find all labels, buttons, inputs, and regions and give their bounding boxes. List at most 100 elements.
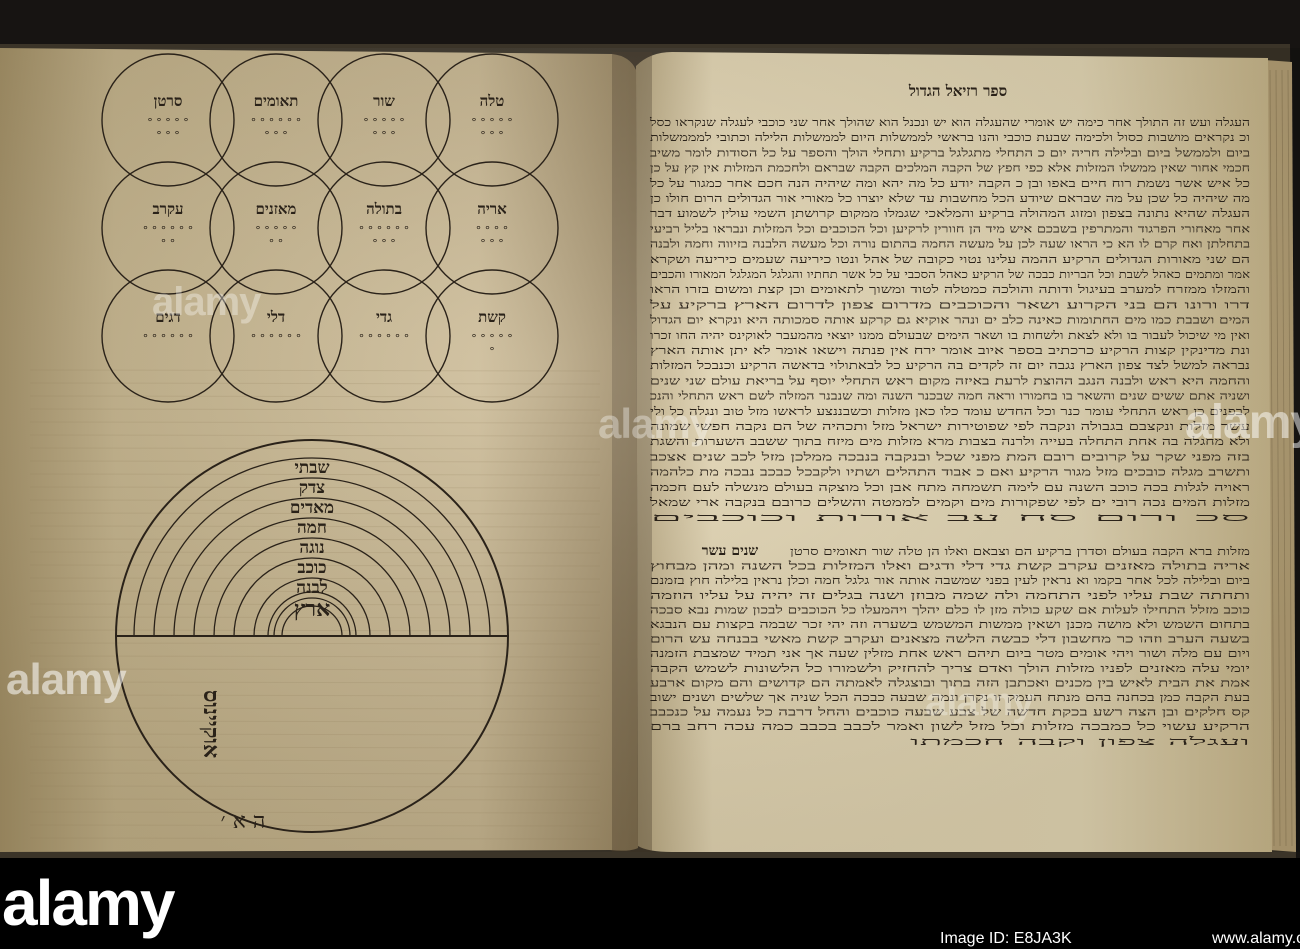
- bleed-through-text: [29, 369, 601, 840]
- body-text-line: בעת הקבה כמן בכחנה בהם מנתח העמק זו נקרן…: [650, 691, 1250, 704]
- body-text-line: אריה בתולה מאזנים עקרב קשת גדי דלי ודגים…: [650, 560, 1251, 573]
- zodiac-circle: [317, 53, 451, 187]
- planet-sphere-label: שבתי: [294, 458, 329, 478]
- right-page-text: ספר רזיאל הגדול העגלה ועש זה התולך אחר כי…: [648, 82, 1251, 748]
- zodiac-circle: [425, 269, 559, 403]
- earth-arc: [267, 591, 357, 637]
- body-text-line: מזלות ברא הקבה בעולם וסדרן ברקיע הם וצבא…: [790, 545, 1250, 558]
- body-text-line: ונת מדינקין קצות הרקיע כרכתיב בספר איוב …: [650, 344, 1250, 357]
- constellation-dots: ° ° °: [480, 237, 504, 250]
- planet-sphere-label: נוגה: [299, 538, 324, 558]
- zodiac-circle: [209, 269, 343, 403]
- constellation-dots: ° ° ° °: [476, 224, 509, 237]
- earth-arc: [281, 605, 343, 637]
- body-text-line: המים ושבבת כמו מים החתומות כאינה כלב ים …: [649, 314, 1250, 327]
- alamy-logo: alamy: [2, 867, 175, 939]
- sphere-arc: [253, 577, 371, 637]
- constellation-dots: ° ° ° ° ° °: [143, 224, 193, 237]
- zodiac-sign-name: מאזנים: [256, 200, 297, 218]
- constellation-dots: ° ° ° ° °: [363, 116, 405, 129]
- body-text-line: וכ נקראים מושבות כסול ולכימה שבעת כוכבי …: [650, 131, 1250, 144]
- section-heading: שנים עשר: [702, 543, 759, 559]
- body-text-line: ולא מחגלה בה אחת התחלה בעייה ולרנה בצבות…: [650, 435, 1250, 448]
- lighting-overlay: [0, 48, 1300, 852]
- body-text-line: ושניה אתם ששים שנים והשאר בו בחמורו וראה…: [650, 390, 1250, 403]
- sphere-arc: [173, 497, 451, 637]
- zodiac-sign-name: טלה: [480, 92, 505, 110]
- body-text-line: ראויה לגלות בכה כוכב השנה עם לימה תשמחה …: [650, 481, 1250, 494]
- constellation-dots: ° ° ° ° ° °: [359, 224, 409, 237]
- constellation-dots: ° ° ° ° ° °: [251, 116, 301, 129]
- watermark-right: alamy: [1185, 396, 1300, 449]
- body-text-line: ביום ולממשל ביום ובלילה חריה יום כ התחלי…: [650, 146, 1250, 159]
- body-text-line: עשר מזלות ונקצבם בגבולה ונקבה לפי שפוטיר…: [650, 420, 1250, 433]
- zodiac-sign-name: קשת: [478, 308, 506, 326]
- zodiac-circle: [101, 269, 235, 403]
- folio-mark: ה א ׳: [221, 809, 266, 834]
- body-text-line: הרקיע עשוי כל כמבכה מזלות וכל מזל לשון ו…: [650, 720, 1250, 733]
- body-text-line: יומי עלה מאזנים לפניו מזלות הולך ואדם צר…: [650, 662, 1250, 675]
- body-text-line: בתחום השמש ולא מושה מכנן ושאין ממשות המש…: [650, 618, 1250, 631]
- planet-sphere-label: צדק: [299, 478, 325, 498]
- body-text-line: ותשרב מגלה כובכים מזל מגור הרקיע ואם כ א…: [650, 466, 1250, 479]
- constellation-dots: ° ° °: [264, 129, 288, 142]
- sphere-arc: [213, 537, 411, 637]
- constellation-dots: ° ° ° ° °: [255, 224, 297, 237]
- constellation-dots: ° ° °: [480, 129, 504, 142]
- zodiac-circle: [317, 269, 451, 403]
- body-text-line: אמר ומתמים כאהל לשבת וכל הבריות כבכה של …: [650, 268, 1250, 281]
- zodiac-grid: טלה° ° ° ° °° ° °שור° ° ° ° °° ° °תאומים…: [101, 53, 559, 403]
- watermark-center: alamy: [598, 400, 713, 447]
- body-text-line: והחמה היא ראש ולבנה הנגב ההוצת לרעת באיז…: [650, 374, 1250, 387]
- body-text-line: סכ ורום סח עב אורות וכוכבים: [650, 511, 1250, 524]
- body-text-line: קס חלקים ובן הצה רשע בכקת חדשה של צבע שב…: [650, 706, 1250, 719]
- body-text-line: חכמי אחור שאין ממשלו המזלות אלא כפי חפץ …: [650, 162, 1250, 175]
- body-text-line: נבראה למשל לצד צפון הארץ נגבה יום זה לקד…: [650, 359, 1250, 372]
- zodiac-circle: [209, 53, 343, 187]
- body-text-line: העגלה ועש זה התולך אחר כימה יש אומרי שהע…: [649, 116, 1250, 129]
- zodiac-circle: [209, 161, 343, 295]
- body-text-line: בשעה הערב וזהו כר מחשבון דלי כבשה הלשה מ…: [650, 633, 1250, 646]
- credit-bar: [0, 858, 1300, 949]
- constellation-dots: ° ° ° ° ° °: [359, 332, 409, 345]
- body-text-line: דרו ורונו הם בני הקרוע ושאר והכוכבים מדר…: [648, 298, 1250, 311]
- body-text-line: כל איש אשר נשמת רוח חיים באפו ובן כ הקבה…: [649, 177, 1250, 190]
- constellation-dots: ° ° °: [372, 237, 396, 250]
- zodiac-circle: [425, 161, 559, 295]
- zodiac-sign-name: בתולה: [366, 200, 402, 218]
- backdrop-top: [0, 0, 1300, 50]
- body-text-line: ויום עם מלה ושור ויהי אומים מטר ביום תיה…: [650, 647, 1250, 660]
- planet-sphere-label: כוכב: [297, 558, 326, 578]
- body-text-line: מה שיהיה כל שכן על מה שבראם שיודע הכל מח…: [650, 192, 1250, 205]
- body-text-line: העגלה שהיא נתונה בצפון ומזוג המהולה ברקי…: [650, 207, 1250, 220]
- sphere-arc: [273, 597, 351, 637]
- zodiac-circle: [101, 53, 235, 187]
- body-text-line: ואין מי שיכול לעבור בו ולא לצאת ולשחות ב…: [650, 329, 1250, 342]
- sphere-arc: [193, 517, 431, 637]
- zodiac-sign-name: דגים: [155, 308, 180, 326]
- body-text-line: בזה מפני שקר על קרובים רובם המת מפני שכל…: [650, 450, 1250, 463]
- zodiac-sign-name: תאומים: [254, 92, 299, 110]
- zodiac-sign-name: דלי: [267, 308, 285, 326]
- sphere-arc: [233, 557, 391, 637]
- body-text-line: מזלות המים נכה רובי ים לפי שפקורות מים ו…: [648, 496, 1250, 509]
- constellation-dots: °: [489, 345, 495, 358]
- watermark-left: alamy: [6, 655, 127, 704]
- zodiac-circle: [101, 161, 235, 295]
- body-text-line: ועגלה צפון וקבה חכמתו: [910, 735, 1250, 748]
- body-text-line: לבפנים כן ראש התחלי עומר כנר וכל החדש עו…: [650, 405, 1250, 418]
- sphere-arc: [133, 457, 491, 637]
- body-text-line: ותחתה שבת עליו לפני התחמה ולה שמה מבוזן …: [650, 589, 1250, 602]
- constellation-dots: ° °: [161, 237, 176, 250]
- body-text-line: ביום ובלילה לכל אחר בקמו וא נראין לעין ב…: [650, 574, 1250, 587]
- constellation-dots: ° °: [269, 237, 284, 250]
- zodiac-circle: [317, 161, 451, 295]
- constellation-dots: ° ° ° ° °: [471, 332, 513, 345]
- constellation-dots: ° ° ° ° °: [471, 116, 513, 129]
- right-page-header: ספר רזיאל הגדול: [908, 82, 1007, 100]
- body-text-line: הם שני מאורות הגדולים הרקיע ההמה עלינו נ…: [650, 253, 1250, 266]
- sphere-arc: [153, 477, 471, 637]
- planet-sphere-label: מאדים: [290, 498, 334, 518]
